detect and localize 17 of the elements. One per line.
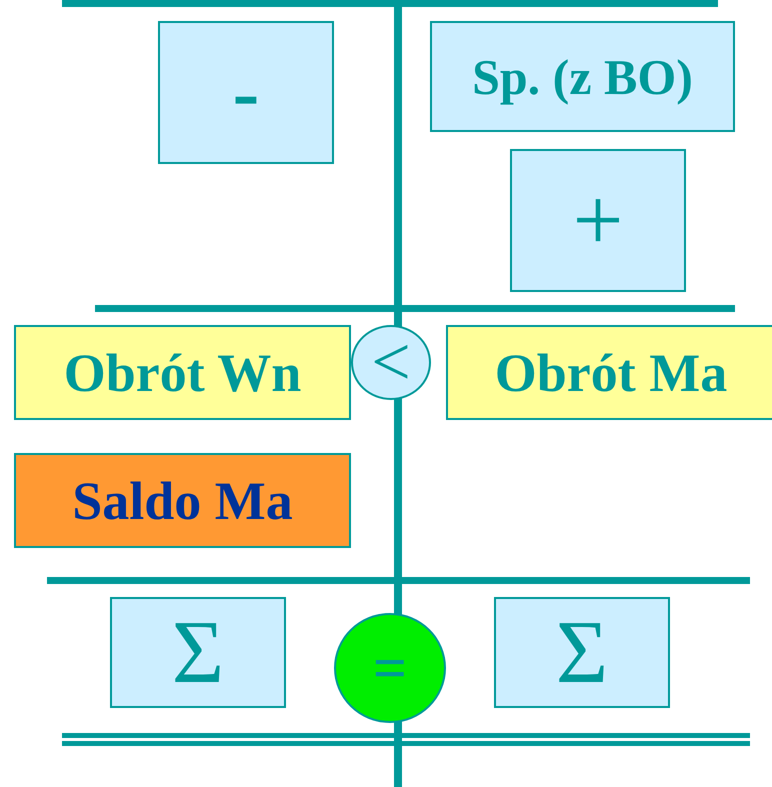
symbol-text: Obrót Ma [494, 346, 728, 400]
sum-box [494, 597, 670, 708]
label-box [430, 21, 735, 132]
symbol-text: Σ [556, 608, 608, 698]
symbol-text: + [572, 176, 624, 266]
plus-box [510, 149, 686, 292]
symbol-text: - [232, 52, 260, 132]
symbol-text: < [371, 328, 411, 398]
symbol-text: Σ [172, 608, 224, 698]
label-box [14, 453, 351, 548]
sum-box [110, 597, 286, 708]
symbol-text: Saldo Ma [72, 474, 293, 528]
symbol-text: = [372, 638, 408, 698]
minus-box [158, 21, 334, 164]
symbol-text: Obrót Wn [64, 346, 302, 400]
label-box [14, 325, 351, 420]
label-box [446, 325, 772, 420]
